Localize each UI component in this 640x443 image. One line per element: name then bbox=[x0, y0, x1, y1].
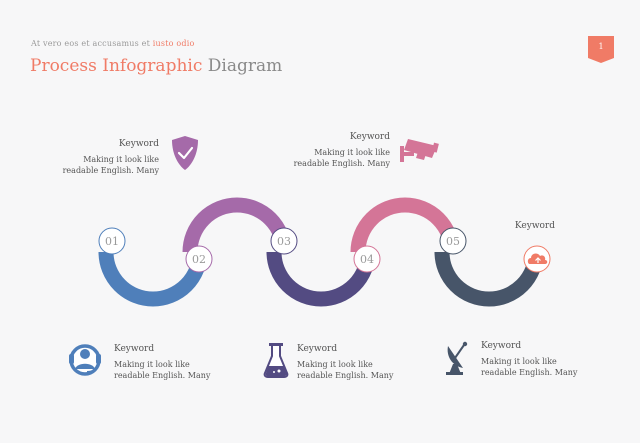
node-number: 03 bbox=[277, 235, 291, 248]
subtitle-text: At vero eos et accusamus et bbox=[31, 39, 151, 48]
node-03: 03 bbox=[270, 227, 298, 255]
bookmark-icon bbox=[588, 36, 614, 63]
callout-keyword: Keyword bbox=[481, 341, 522, 351]
page-number-badge: 1 bbox=[588, 36, 614, 63]
callout-line: readable English. Many bbox=[62, 166, 159, 175]
callout-description: Making it look like readable English. Ma… bbox=[297, 359, 393, 381]
callout-line: readable English. Many bbox=[114, 371, 211, 380]
callout-description: Making it look like readable English. Ma… bbox=[63, 154, 159, 176]
title-plain: Diagram bbox=[207, 56, 283, 76]
node-number: 04 bbox=[360, 253, 374, 266]
page-title: Process Infographic Diagram bbox=[30, 56, 282, 76]
node-number: 05 bbox=[446, 235, 460, 248]
node-05: 05 bbox=[439, 227, 467, 255]
title-accent: Process Infographic bbox=[30, 56, 203, 76]
cloud-upload-icon bbox=[523, 245, 551, 273]
callout-line: readable English. Many bbox=[481, 368, 578, 377]
segment-01 bbox=[98, 251, 208, 307]
callout-keyword: Keyword bbox=[297, 344, 338, 354]
node-number: 02 bbox=[192, 253, 206, 266]
callout-line: readable English. Many bbox=[293, 159, 390, 168]
callout-line: Making it look like bbox=[314, 148, 390, 157]
node-01: 01 bbox=[98, 227, 126, 255]
callout-line: readable English. Many bbox=[297, 371, 394, 380]
callout-keyword: Keyword bbox=[118, 139, 159, 149]
segment-03 bbox=[266, 251, 376, 307]
callout-keyword: Keyword bbox=[349, 132, 390, 142]
callout-description: Making it look like readable English. Ma… bbox=[294, 147, 390, 169]
satellite-dish-icon bbox=[446, 341, 468, 375]
page-number: 1 bbox=[598, 42, 604, 51]
shield-check-icon bbox=[172, 136, 198, 170]
headset-icon bbox=[69, 344, 101, 376]
node-02: 02 bbox=[185, 245, 213, 273]
callout-description: Making it look like readable English. Ma… bbox=[114, 359, 210, 381]
callout-line: Making it look like bbox=[481, 357, 557, 366]
node-04: 04 bbox=[353, 245, 381, 273]
callout-line: Making it look like bbox=[114, 360, 190, 369]
segment-05 bbox=[434, 251, 544, 307]
callout-keyword: Keyword bbox=[514, 221, 555, 231]
subtitle: At vero eos et accusamus et iusto odio bbox=[31, 39, 194, 48]
segment-04 bbox=[350, 197, 460, 253]
flask-icon bbox=[263, 343, 289, 378]
subtitle-accent: iusto odio bbox=[152, 39, 195, 48]
callout-line: Making it look like bbox=[297, 360, 373, 369]
callout-keyword: Keyword bbox=[114, 344, 155, 354]
callout-description: Making it look like readable English. Ma… bbox=[481, 356, 577, 378]
segment-02 bbox=[182, 197, 292, 253]
node-number: 01 bbox=[105, 235, 119, 248]
security-camera-icon bbox=[400, 139, 439, 162]
callout-line: Making it look like bbox=[83, 155, 159, 164]
